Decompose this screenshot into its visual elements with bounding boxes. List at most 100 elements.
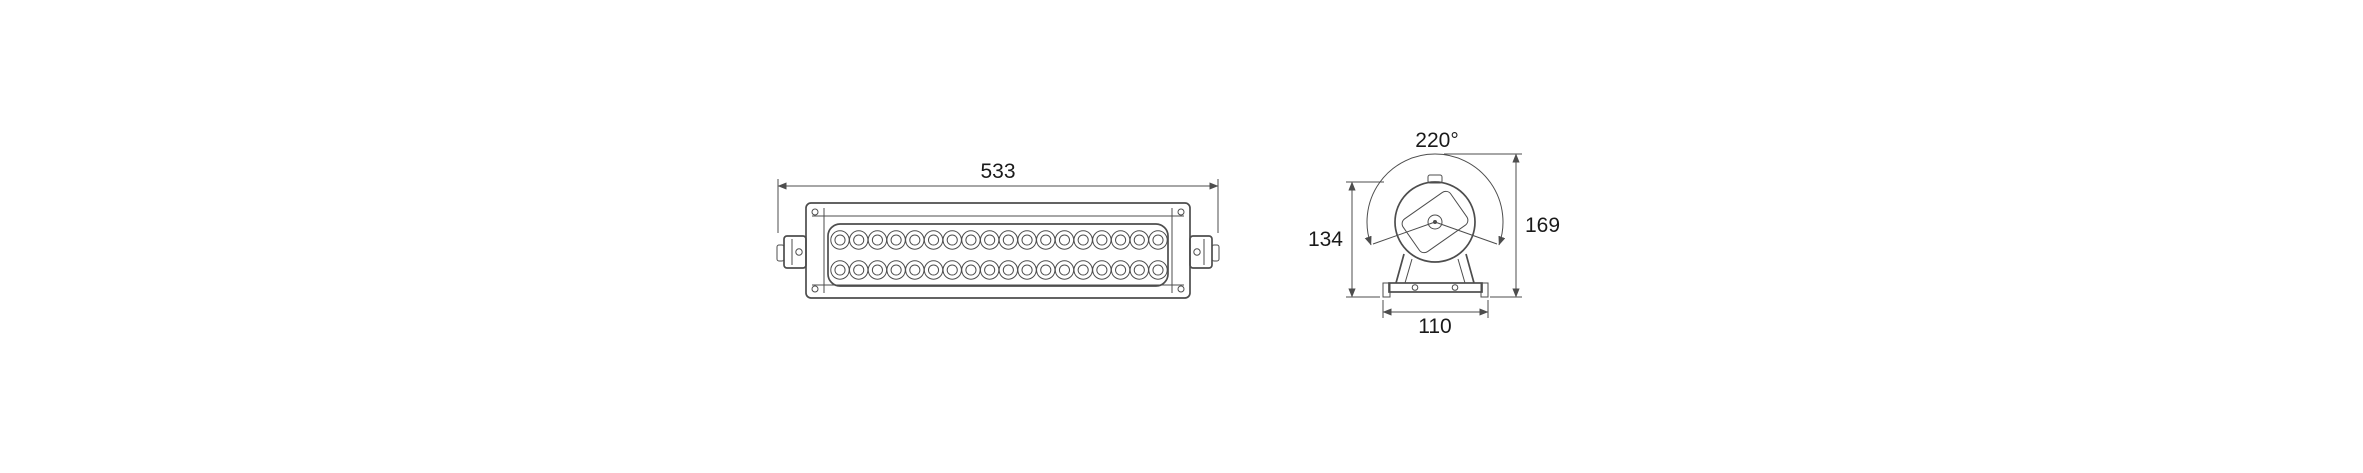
led-lens-inner: [1133, 234, 1145, 246]
base-flange: [1480, 282, 1489, 298]
bolt-icon: [1411, 284, 1419, 291]
led-lens-inner: [1152, 264, 1164, 276]
light-bar-housing: [805, 202, 1191, 299]
led-lens-inner: [984, 234, 996, 246]
led-lens-inner: [1115, 234, 1127, 246]
led-lens-inner: [1133, 264, 1145, 276]
led-lens-inner: [909, 234, 921, 246]
pivot-center: [1433, 220, 1437, 224]
led-lens-inner: [1096, 264, 1108, 276]
bracket-arm-inner: [1457, 258, 1466, 284]
dimension-rotation-angle: 220°: [1364, 129, 1506, 246]
led-lens: [1017, 260, 1037, 280]
led-lens: [1073, 260, 1093, 280]
pivot-tab: [1427, 174, 1443, 184]
led-lens-inner: [890, 234, 902, 246]
led-lens: [1017, 230, 1037, 250]
led-lens-inner: [834, 234, 846, 246]
led-lens-inner: [946, 234, 958, 246]
led-lens: [923, 230, 944, 250]
led-lens: [1073, 230, 1093, 250]
led-lens-inner: [1058, 234, 1071, 246]
led-lens: [961, 230, 981, 250]
led-lens: [1129, 230, 1149, 250]
led-lens: [1036, 260, 1056, 280]
bolt-icon: [1193, 248, 1201, 256]
angle-leg: [1434, 221, 1498, 245]
led-lens: [905, 230, 925, 250]
clamp-body: [783, 235, 807, 269]
led-lens-inner: [1002, 234, 1014, 246]
led-lens: [867, 230, 888, 250]
led-lens: [1110, 230, 1131, 250]
bolt-icon: [811, 208, 819, 216]
led-lens-inner: [927, 234, 940, 246]
led-lens: [979, 260, 1000, 280]
led-lens-inner: [853, 234, 865, 246]
led-lens-inner: [909, 264, 921, 276]
led-lens-inner: [1040, 234, 1052, 246]
bracket-arm: [1465, 253, 1475, 284]
body-height-label: 134: [1308, 228, 1343, 251]
led-lens-inner: [1040, 264, 1052, 276]
led-lens: [886, 260, 906, 280]
led-lens: [1110, 260, 1131, 280]
led-lens: [830, 260, 850, 280]
led-lens: [1148, 260, 1168, 280]
led-lens-inner: [1002, 264, 1014, 276]
led-lens: [923, 260, 944, 280]
led-lens: [849, 260, 869, 280]
led-lens-inner: [890, 264, 902, 276]
led-lens: [998, 230, 1019, 250]
base-width-label: 110: [1418, 315, 1451, 338]
led-lens: [998, 260, 1019, 280]
led-lens-inner: [1021, 264, 1033, 276]
right-mount-clamp: [1189, 235, 1220, 269]
led-lens-inner: [871, 234, 883, 246]
base-plate: [1388, 282, 1483, 293]
led-lens: [1054, 260, 1075, 280]
bolt-icon: [795, 248, 803, 256]
led-lens: [830, 230, 850, 250]
dimension-width: 533: [777, 160, 1219, 233]
base-flange: [1382, 282, 1391, 298]
led-lens: [942, 230, 962, 250]
led-lens-inner: [1096, 234, 1108, 246]
led-lens-inner: [853, 264, 865, 276]
led-lens-inner: [927, 264, 940, 276]
led-lens: [961, 260, 981, 280]
clamp-knob: [1211, 244, 1220, 262]
front-width-label: 533: [980, 160, 1015, 183]
led-lens: [849, 230, 869, 250]
rotation-arc: [1364, 153, 1506, 246]
angle-leg: [1372, 221, 1436, 245]
led-lens-inner: [965, 264, 977, 276]
led-lens-inner: [871, 264, 883, 276]
led-lens: [979, 230, 1000, 250]
clamp-knob: [776, 244, 785, 262]
led-grid: [830, 230, 1168, 280]
housing-outline: [805, 202, 1191, 299]
bracket-arm-inner: [1404, 258, 1413, 284]
bolt-icon: [1451, 284, 1459, 291]
led-lens: [1092, 260, 1112, 280]
led-lens: [1092, 230, 1112, 250]
led-lens-inner: [946, 264, 958, 276]
led-lens-inner: [834, 264, 846, 276]
led-lens: [905, 260, 925, 280]
led-lens-inner: [1115, 264, 1127, 276]
led-lens: [1129, 260, 1149, 280]
dimension-base-width: 110: [1382, 300, 1489, 338]
led-lens-inner: [1021, 234, 1033, 246]
led-lens-inner: [965, 234, 977, 246]
led-lens-inner: [1058, 264, 1071, 276]
led-lens-inner: [1077, 264, 1089, 276]
led-lens-inner: [1152, 234, 1164, 246]
side-view: 220°: [1308, 129, 1560, 338]
led-lens-inner: [984, 264, 996, 276]
led-lens: [1148, 230, 1168, 250]
led-window: [827, 223, 1169, 287]
total-height-label: 169: [1525, 214, 1560, 237]
